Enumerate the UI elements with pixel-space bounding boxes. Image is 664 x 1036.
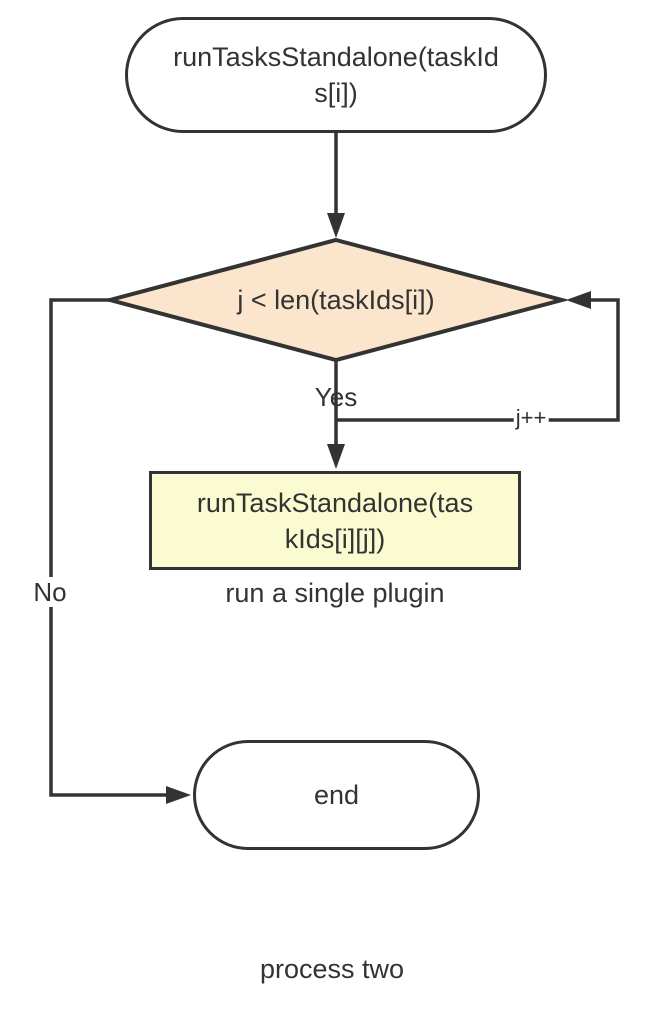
node-end-label: end — [313, 780, 360, 810]
edge-label-no: No — [30, 577, 70, 607]
edge-loop-increment — [336, 298, 620, 422]
diagram-title: process two — [259, 954, 405, 984]
node-decision-label: j < len(taskIds[i]) — [237, 285, 435, 315]
arrowhead-decision-right — [566, 291, 591, 309]
node-process-label-line1: runTaskStandalone(tas — [196, 487, 474, 518]
edge-no-to-end — [49, 298, 166, 797]
node-start-label-line2: s[i]) — [314, 78, 358, 108]
node-decision: j < len(taskIds[i]) — [110, 240, 562, 360]
decision-node-shape — [102, 237, 570, 363]
process-caption: run a single plugin — [225, 578, 445, 608]
edge-label-yes: Yes — [314, 382, 358, 412]
arrowhead-end-left — [166, 786, 191, 804]
node-end: end — [193, 740, 480, 850]
node-start-label-line1: runTasksStandalone(taskId — [173, 42, 499, 72]
arrowhead-decision-top — [327, 213, 345, 238]
node-process-label-line2: kIds[i][j]) — [284, 523, 386, 554]
edge-label-increment: j++ — [513, 404, 549, 432]
node-start: runTasksStandalone(taskId s[i]) — [125, 17, 547, 133]
arrowhead-process-top — [327, 444, 345, 469]
node-process: runTaskStandalone(tas kIds[i][j]) — [149, 471, 521, 570]
